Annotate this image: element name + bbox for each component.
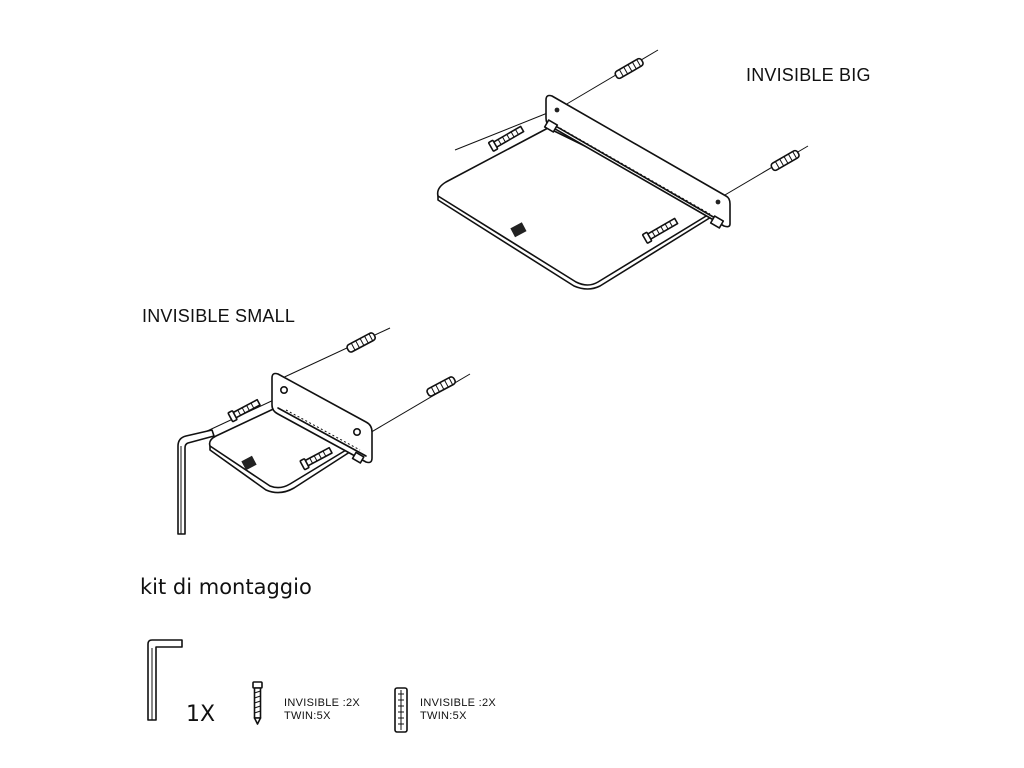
big-screw-right — [642, 217, 679, 244]
big-bracket-fold — [551, 123, 723, 223]
big-wall-plug-top — [614, 57, 644, 80]
small-wall-plug-right — [426, 376, 456, 397]
big-plate-fixing — [510, 222, 527, 238]
hex-key-quantity: 1X — [186, 702, 216, 727]
plug-quantity-invisible: INVISIBLE :2X — [420, 697, 497, 709]
big-shelf-title: INVISIBLE BIG — [746, 65, 871, 85]
big-axis-line-left — [454, 107, 561, 151]
plug-quantity-twin: TWIN:5X — [420, 710, 467, 722]
screw-quantity-twin: TWIN:5X — [284, 710, 331, 722]
small-shelf-edge — [209, 445, 357, 494]
hex-key-icon — [147, 639, 183, 721]
big-bracket-hole-right — [715, 199, 721, 205]
big-bracket-tab-left — [543, 119, 559, 133]
small-hex-key — [177, 429, 215, 535]
big-axis-line-top — [559, 49, 659, 109]
small-hinge-ribs — [285, 409, 361, 451]
small-bracket-fold — [277, 407, 367, 457]
big-bracket-tab-right — [709, 215, 725, 229]
big-wall-plug-right — [770, 149, 800, 172]
small-bracket-tab — [351, 451, 365, 464]
small-shelf-title: INVISIBLE SMALL — [142, 306, 296, 326]
small-wall-plug-top — [346, 332, 376, 353]
small-plate-fixing — [241, 455, 257, 471]
small-wall-bracket — [271, 372, 373, 464]
big-shelf-edge — [437, 195, 717, 290]
big-screw-left — [488, 125, 525, 152]
screw-quantity-invisible: INVISIBLE :2X — [284, 697, 361, 709]
small-bracket-hole-left — [279, 385, 288, 394]
small-screw-right — [299, 446, 333, 471]
big-shelf-assembly — [436, 49, 809, 290]
small-bracket-hole-right — [352, 427, 361, 436]
small-shelf-assembly — [177, 327, 471, 535]
wall-plug-icon — [394, 687, 408, 733]
big-bracket-hole-left — [554, 107, 560, 113]
big-shelf-plate — [436, 127, 717, 286]
small-screw-left — [227, 398, 261, 423]
screw-icon — [252, 681, 263, 725]
kit-title: kit di montaggio — [140, 575, 312, 599]
